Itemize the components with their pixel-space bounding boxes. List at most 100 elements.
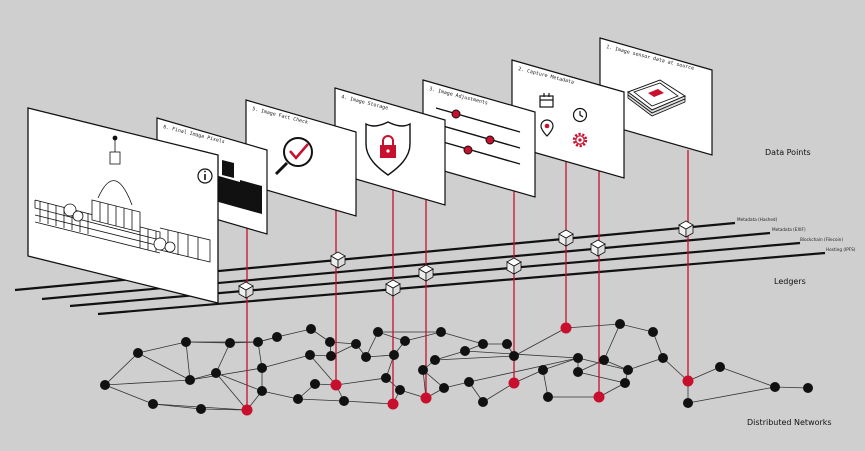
network-node <box>257 386 267 396</box>
ledger-label-3: Blockchain (Filecoin) <box>800 237 843 242</box>
ledger-block <box>678 220 694 238</box>
network-node <box>351 339 361 349</box>
network-node-highlighted <box>387 398 399 410</box>
network-edge <box>434 355 515 361</box>
network-edge <box>189 367 263 381</box>
network-edge <box>513 327 567 357</box>
network-edge <box>343 400 394 405</box>
network-node <box>599 355 609 365</box>
network-edge <box>215 342 231 374</box>
ledger-block <box>238 281 254 299</box>
network-node <box>326 351 336 361</box>
network-node <box>381 373 391 383</box>
network-node <box>272 332 282 342</box>
ledger-block <box>558 229 574 247</box>
network-edges <box>104 323 809 411</box>
network-edge <box>404 331 442 342</box>
network-node <box>148 399 158 409</box>
network-node <box>464 377 474 387</box>
network-node <box>325 337 335 347</box>
network-node <box>185 375 195 385</box>
panel-capture-metadata: 2. Capture Metadata <box>511 59 625 179</box>
network-node <box>683 398 693 408</box>
network-edge <box>719 366 776 388</box>
calendar-icon <box>539 93 554 108</box>
label-data-points: Data Points <box>765 148 811 157</box>
network-edge <box>774 386 809 389</box>
network-node <box>373 327 383 337</box>
ledger-block <box>590 239 606 257</box>
ledger-label-1: Metadata (Hashed) <box>737 217 778 222</box>
network-node <box>573 367 583 377</box>
network-node <box>310 379 320 389</box>
panel-image-storage: 4. Image Storage <box>334 87 446 206</box>
shield-lock-icon <box>365 121 411 176</box>
network-node <box>225 338 235 348</box>
panel-capitol-photo <box>27 107 219 304</box>
network-edge <box>137 341 187 354</box>
network-node <box>133 348 143 358</box>
network-node <box>430 355 440 365</box>
magnifier-check-icon <box>274 137 313 176</box>
label-distributed-networks: Distributed Networks <box>747 418 832 427</box>
ledger-line-labels: Metadata (Hashed) Metadata (EXIF) Blockc… <box>737 217 856 252</box>
ledger-block <box>506 257 522 275</box>
network-edge <box>261 354 311 369</box>
network-node <box>502 339 512 349</box>
network-edge <box>687 366 721 382</box>
network-node-highlighted <box>560 322 572 334</box>
network-node <box>100 380 110 390</box>
network-node <box>538 365 548 375</box>
slider-icon <box>435 107 521 165</box>
network-node <box>573 353 583 363</box>
network-node <box>418 365 428 375</box>
network-edge <box>335 377 387 386</box>
clock-icon <box>572 107 588 123</box>
network-node <box>439 383 449 393</box>
network-edge <box>215 372 248 411</box>
network-node <box>400 336 410 346</box>
capitol-building-illustration <box>34 135 211 263</box>
network-edge <box>440 331 484 345</box>
network-node <box>478 339 488 349</box>
info-icon <box>197 168 213 184</box>
location-pin-icon <box>540 119 554 137</box>
network-node-highlighted <box>241 404 253 416</box>
network-edge <box>687 386 776 404</box>
network-node <box>658 353 668 363</box>
network-edge <box>464 350 579 359</box>
network-edge <box>297 398 345 402</box>
network-edge <box>627 357 664 371</box>
network-node <box>389 350 399 360</box>
panel-image-fact-check: 5. Image Fact Check <box>245 99 357 217</box>
gear-icon <box>572 132 588 148</box>
network-edge <box>468 357 579 383</box>
network-node-highlighted <box>420 392 432 404</box>
ledger-line-4 <box>97 251 826 316</box>
network-node <box>615 319 625 329</box>
ledger-label-2: Metadata (EXIF) <box>772 227 806 232</box>
network-edge <box>137 352 191 381</box>
red-connector-lines <box>246 140 689 410</box>
network-node <box>460 346 470 356</box>
network-node <box>181 337 191 347</box>
network-node-highlighted <box>593 391 605 403</box>
network-node <box>196 404 206 414</box>
network-edge <box>185 341 191 381</box>
network-node <box>395 385 405 395</box>
network-edge <box>104 384 154 405</box>
network-nodes <box>100 319 813 416</box>
network-node <box>436 327 446 337</box>
network-node <box>478 397 488 407</box>
network-edge <box>309 354 337 386</box>
network-node <box>648 327 658 337</box>
ledger-block <box>418 264 434 282</box>
ledger-blocks <box>238 220 694 299</box>
network-node <box>306 324 316 334</box>
network-node <box>361 352 371 362</box>
network-node <box>253 337 263 347</box>
ledger-label-4: Hosting (IPFS) <box>826 247 856 252</box>
ledger-block <box>330 251 346 269</box>
network-node-highlighted <box>508 377 520 389</box>
